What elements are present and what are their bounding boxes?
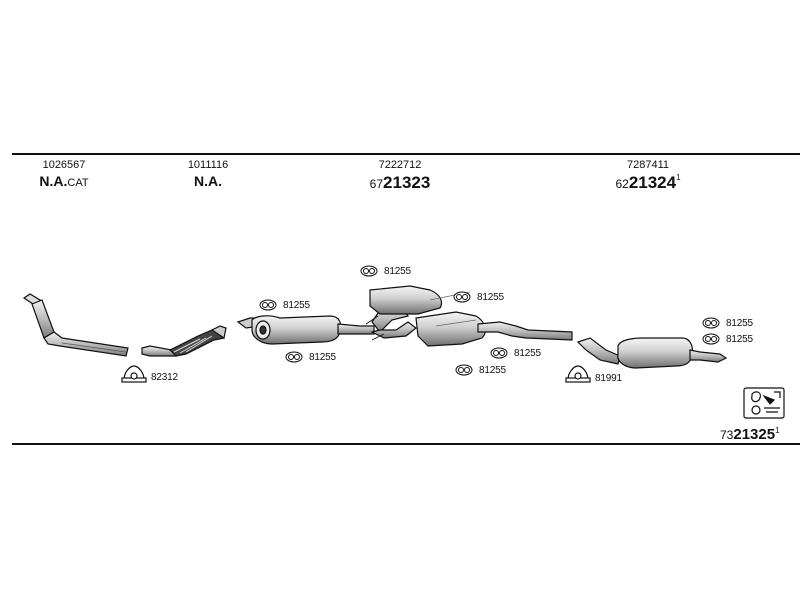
part-label: N.A. xyxy=(194,173,222,189)
gasket-icon xyxy=(285,351,303,363)
section-header-1: 1026567 N.A.CAT xyxy=(24,160,104,189)
section-header-4: 7287411 62213241 xyxy=(598,159,698,192)
callout-gasket-c: 81255 xyxy=(384,266,411,277)
twin-silencer-assembly xyxy=(365,285,573,347)
flex-pipe xyxy=(141,325,227,357)
callout-gasket-a: 81255 xyxy=(283,300,310,311)
callout-clamp-front: 82312 xyxy=(151,372,178,383)
part-label: 62213241 xyxy=(615,173,681,192)
part-number: 1026567 xyxy=(42,159,86,171)
callout-gasket-b: 81255 xyxy=(309,352,336,363)
bottom-rule xyxy=(12,443,800,445)
section-header-2: 1011116 N.A. xyxy=(168,159,248,189)
section-header-3: 7222712 6721323 xyxy=(355,159,445,192)
clamp-icon xyxy=(565,365,591,383)
top-rule xyxy=(12,153,800,155)
gasket-icon xyxy=(453,291,471,303)
gasket-symbols xyxy=(259,265,720,376)
part-number: 7287411 xyxy=(626,159,669,171)
gasket-icon xyxy=(490,347,508,359)
clamp-icon xyxy=(121,365,147,383)
callout-gasket-g: 81255 xyxy=(726,318,753,329)
callout-gasket-d: 81255 xyxy=(477,292,504,303)
mounting-kit-icon xyxy=(743,387,785,419)
gasket-icon xyxy=(259,299,277,311)
footer-reference: 73213251 xyxy=(720,426,780,443)
gasket-icon xyxy=(702,317,720,329)
callout-clamp-rear: 81991 xyxy=(595,373,622,384)
front-pipe-cat xyxy=(22,293,129,357)
callout-gasket-f: 81255 xyxy=(479,365,506,376)
part-number: 1011116 xyxy=(187,159,229,171)
callout-gasket-h: 81255 xyxy=(726,334,753,345)
part-label: N.A.CAT xyxy=(39,173,89,189)
gasket-icon xyxy=(702,333,720,345)
gasket-icon xyxy=(455,364,473,376)
callout-gasket-e: 81255 xyxy=(514,348,541,359)
center-silencer xyxy=(236,315,375,345)
part-label: 6721323 xyxy=(369,173,431,192)
rear-silencer xyxy=(576,337,728,369)
part-number: 7222712 xyxy=(378,159,422,171)
gasket-icon xyxy=(360,265,378,277)
